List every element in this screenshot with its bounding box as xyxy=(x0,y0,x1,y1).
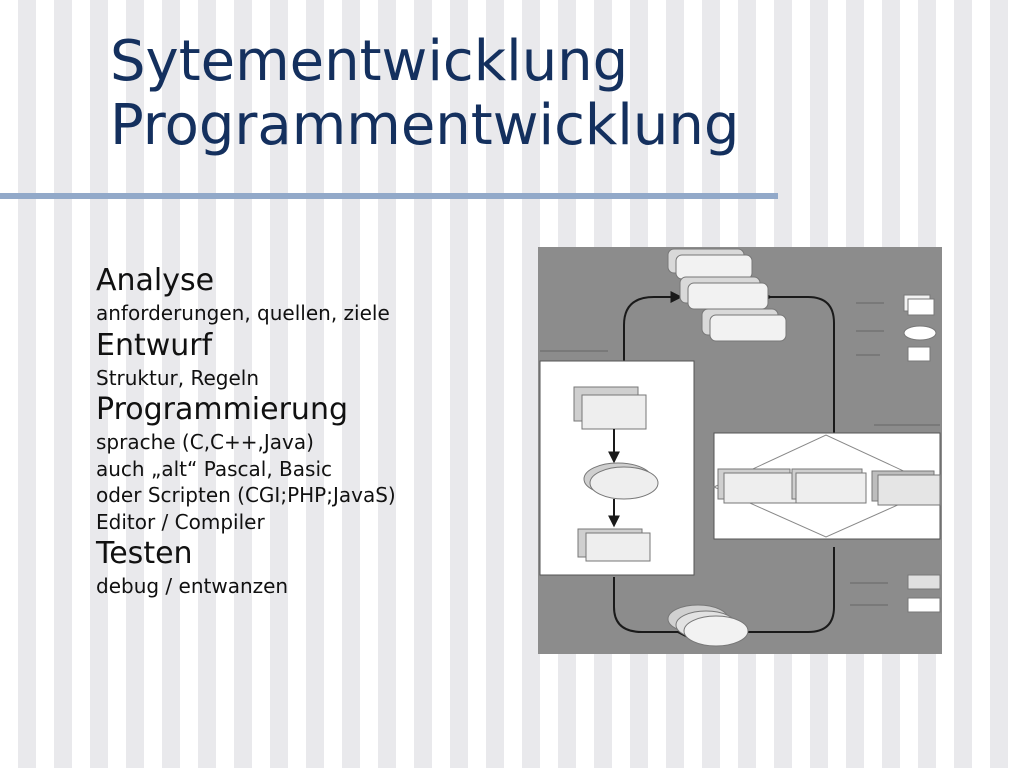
section-detail-testen-1: debug / entwanzen xyxy=(96,574,289,598)
section-detail-entwurf-1: Struktur, Regeln xyxy=(96,365,260,390)
section-detail-analyse-1: anforderungen, quellen, ziele xyxy=(96,301,390,325)
legend-top xyxy=(856,294,937,362)
flowchart-icon xyxy=(539,248,941,647)
section-detail-programmierung-3: oder Scripten (CGI;PHP;JavaS) xyxy=(96,483,396,507)
section-heading-analyse: Analyse xyxy=(96,263,215,298)
section-detail-programmierung-2: auch „alt“ Pascal, Basic xyxy=(96,456,333,481)
bullet-list: Analyse anforderungen, quellen, ziele En… xyxy=(96,262,516,600)
flowchart-image xyxy=(538,247,942,654)
slide-title: Sytementwicklung Programmentwicklung xyxy=(110,30,739,158)
section-heading-programmierung: Programmierung xyxy=(96,392,348,427)
title-underline xyxy=(0,193,778,199)
section-detail-programmierung-4: Editor / Compiler xyxy=(96,509,265,534)
left-panel-items xyxy=(573,386,659,562)
bottom-ellipses xyxy=(667,604,749,647)
slide-title-line-2: Programmentwicklung xyxy=(110,93,740,158)
legend-bottom xyxy=(850,574,941,613)
slide-title-line-1: Sytementwicklung xyxy=(110,29,629,94)
section-detail-programmierung-1: sprache (C,C++,Java) xyxy=(96,430,314,454)
section-heading-testen: Testen xyxy=(96,536,193,571)
section-heading-entwurf: Entwurf xyxy=(96,327,213,363)
right-panel-items xyxy=(717,468,941,506)
stacked-docs-top xyxy=(667,248,787,342)
